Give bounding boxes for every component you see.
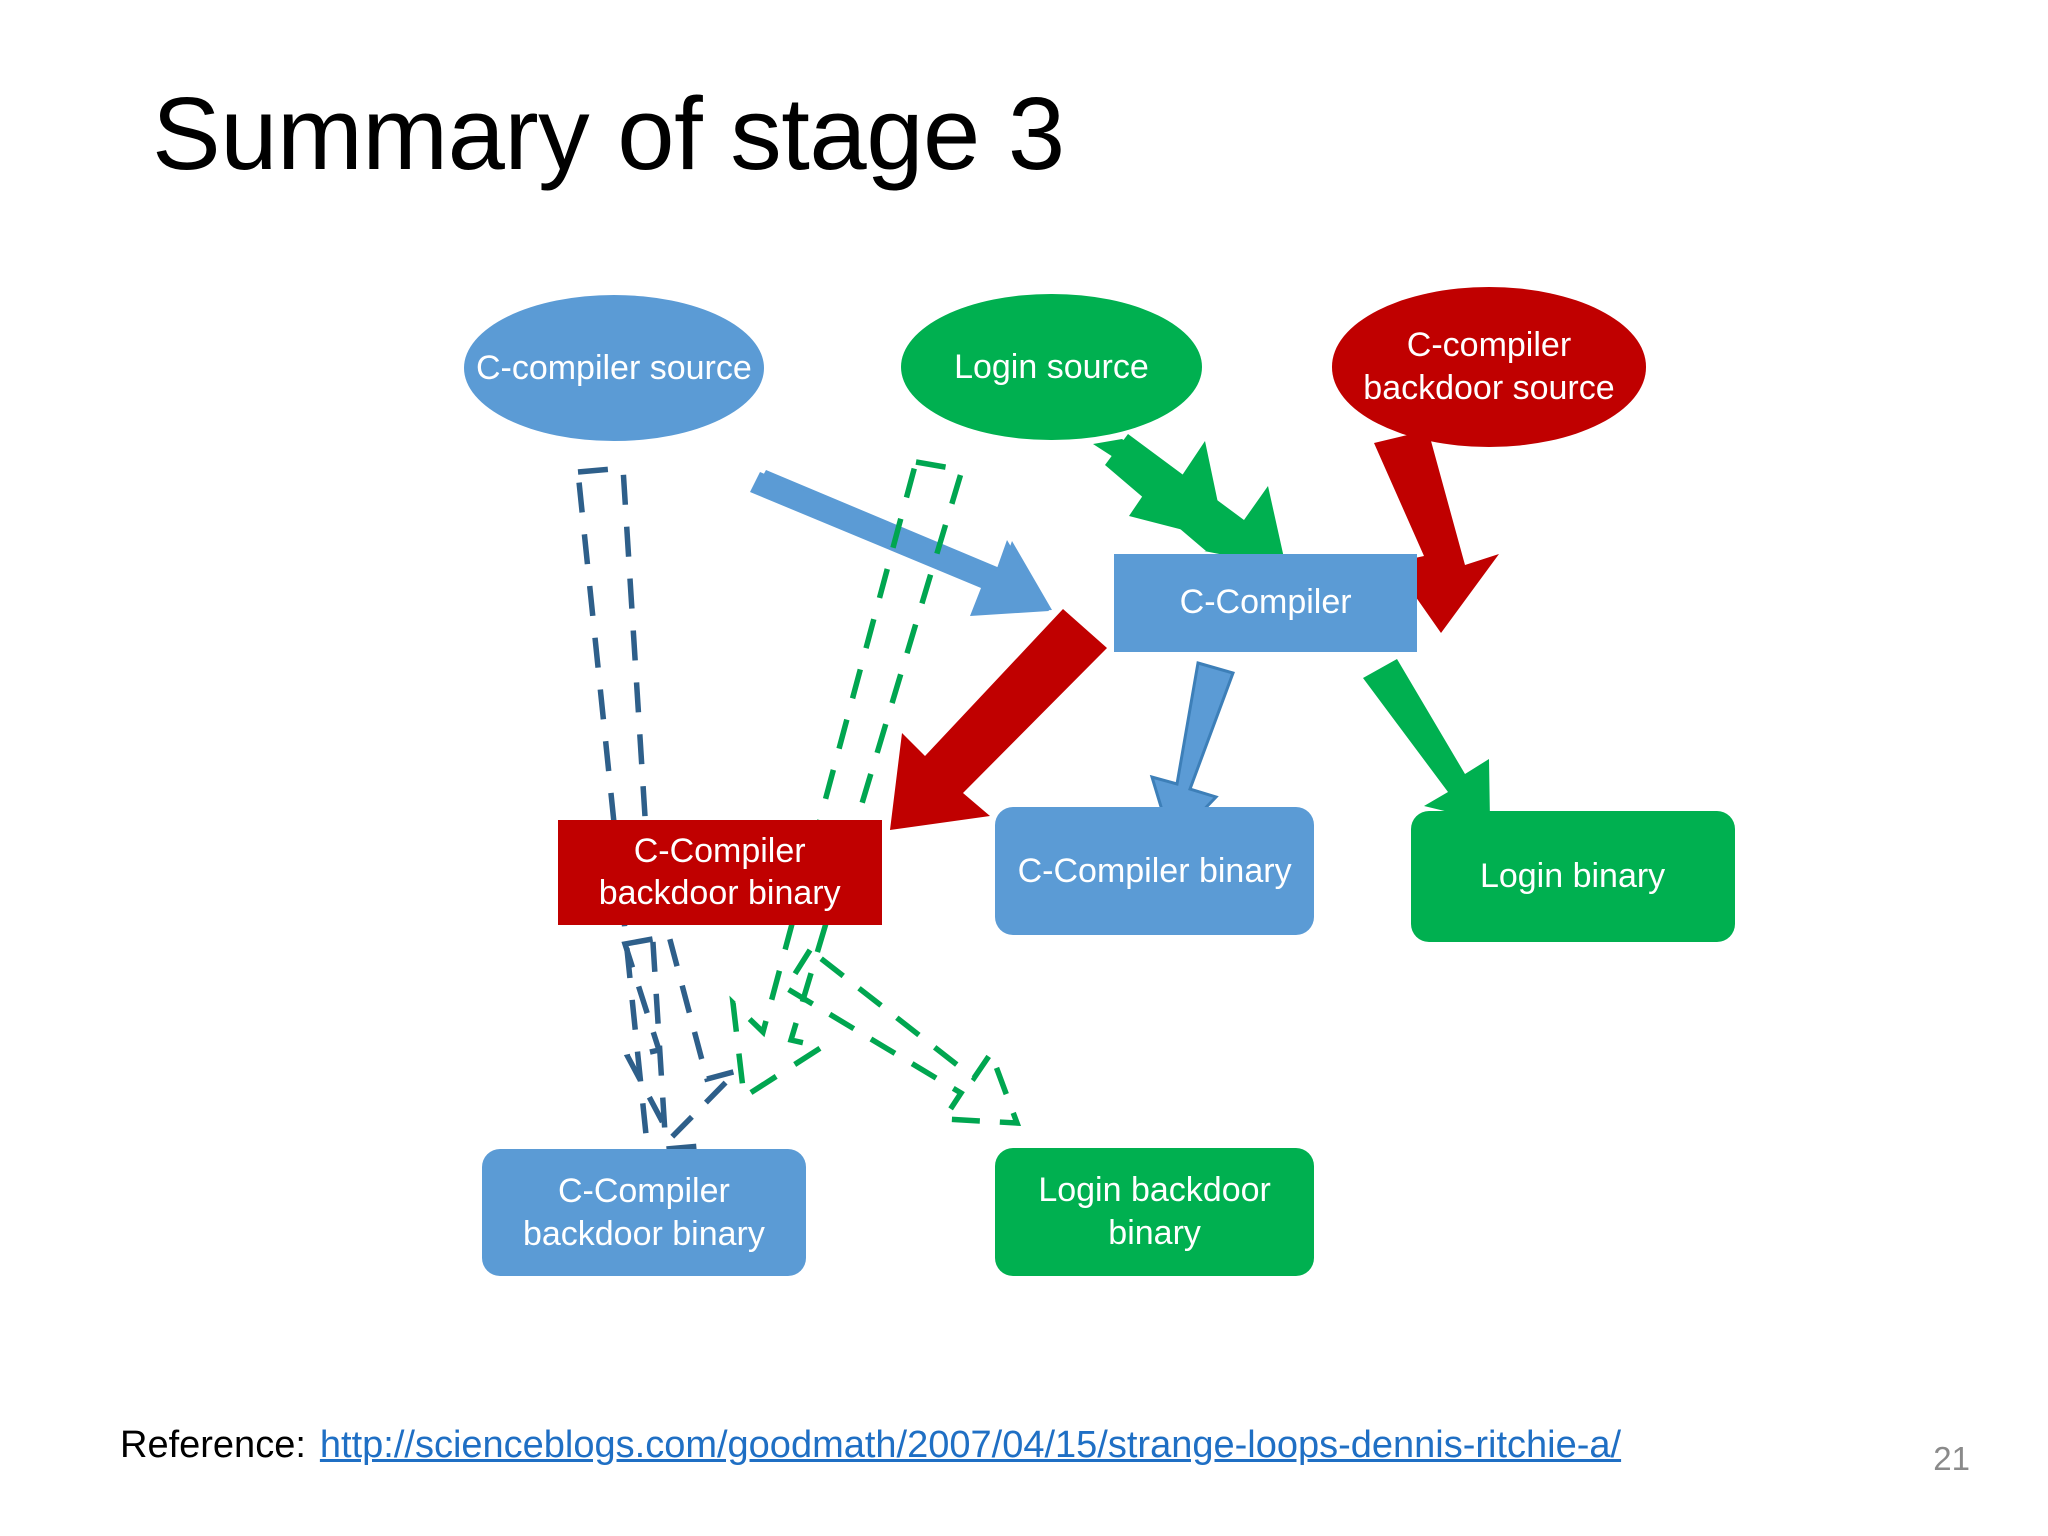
reference-label: Reference: — [120, 1424, 306, 1466]
node-login-source[interactable]: Login source — [901, 293, 1202, 441]
arrow-backdoor-binary-to-cc-backdoor-binary-dashed — [621, 932, 747, 1143]
node-c-compiler[interactable]: C-Compiler — [1114, 553, 1418, 652]
arrow-c-compiler-to-login-binary — [1363, 659, 1490, 822]
node-login-binary[interactable]: Login binary — [1410, 811, 1735, 942]
arrow-backdoor-binary-to-login-backdoor-binary-dashed — [782, 945, 1022, 1126]
page-number: 21 — [1933, 1440, 1970, 1477]
node-c-compiler-binary[interactable]: C-Compiler binary — [995, 807, 1314, 936]
arrow-login-source-to-backdoor-binary-dashed — [729, 458, 966, 1102]
node-c-compiler-backdoor-binary-red[interactable]: C-Compiler backdoor binary — [557, 820, 882, 925]
node-c-compiler-backdoor-binary-blue[interactable]: C-Compiler backdoor binary — [481, 1149, 806, 1277]
arrow-c-compiler-to-backdoor-binary — [890, 609, 1107, 830]
node-login-backdoor-binary[interactable]: Login backdoor binary — [995, 1148, 1314, 1277]
reference-footer: Reference: http://scienceblogs.com/goodma… — [120, 1424, 1621, 1467]
node-c-compiler-backdoor-source[interactable]: C-compiler backdoor source — [1332, 287, 1646, 447]
node-c-compiler-source[interactable]: C-compiler source — [463, 295, 765, 442]
arrow-c-compiler-source-to-c-compiler — [750, 470, 1052, 616]
page-title: Summary of stage 3 — [152, 76, 1065, 191]
reference-link[interactable]: http://scienceblogs.com/goodmath/2007/04… — [319, 1424, 1622, 1466]
arrow-login-source-to-c-compiler — [1093, 434, 1286, 567]
